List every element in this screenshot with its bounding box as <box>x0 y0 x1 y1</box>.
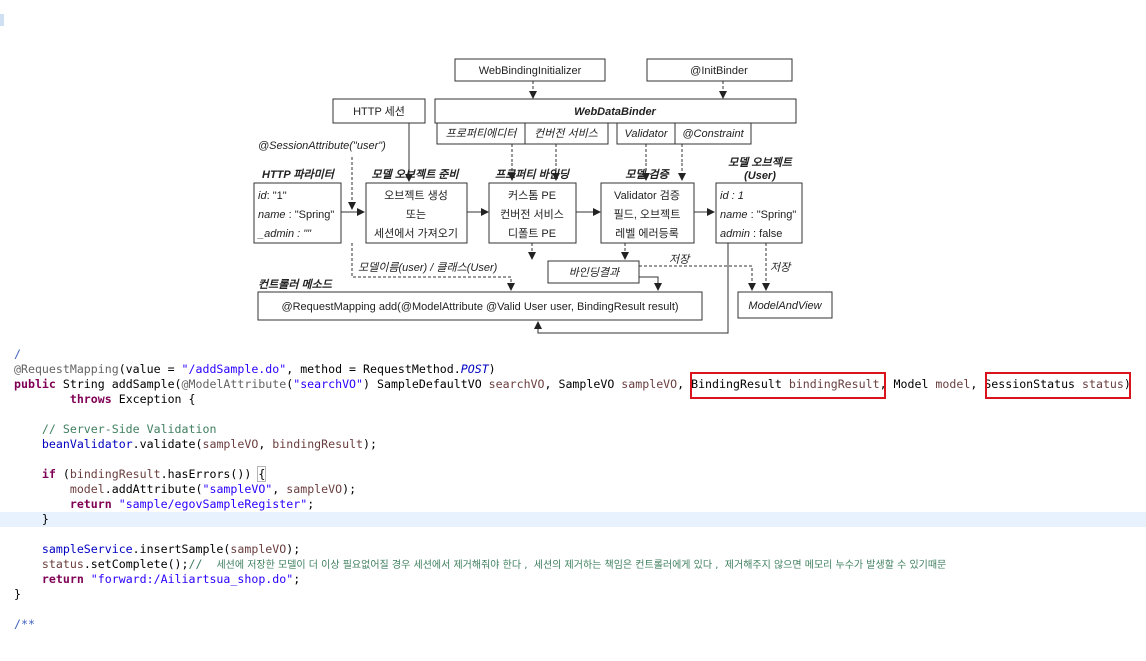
model-prep-title: 모델 오브젝트 준비 <box>371 168 460 181</box>
http-session-label: HTTP 세션 <box>353 105 405 118</box>
code-line-comment-validation[interactable]: // Server-Side Validation <box>41 422 217 436</box>
model-object-box <box>715 182 803 244</box>
web-binding-initializer-label: WebBindingInitializer <box>479 65 582 77</box>
model-prep-box <box>365 182 468 244</box>
model-validation-line-3: 레벨 에러등록 <box>615 227 679 240</box>
code-line-return-register[interactable]: return "sample/egovSampleRegister"; <box>69 497 315 511</box>
code-line-throws[interactable]: throws Exception { <box>69 392 196 406</box>
editor-edge-marker <box>0 14 4 26</box>
binding-result-box: 바인딩결과 <box>547 260 640 284</box>
constraint-box: @Constraint <box>674 122 752 145</box>
init-binder-box: @InitBinder <box>646 58 793 82</box>
property-binding-title: 프로퍼티 바인딩 <box>495 168 571 181</box>
session-attribute-label: @SessionAttribute("user") <box>258 140 386 152</box>
code-line-close-if[interactable]: } <box>41 512 49 526</box>
property-binding-line-3: 디폴트 PE <box>508 227 556 240</box>
code-line-insert-sample[interactable]: sampleService.insertSample(sampleVO); <box>41 542 301 556</box>
conversion-service-box: 컨버전 서비스 <box>524 122 609 145</box>
code-line-close-method[interactable]: } <box>14 587 21 601</box>
http-param-admin: _admin : "" <box>257 228 312 240</box>
model-validation-line-2: 필드, 오브젝트 <box>614 208 681 221</box>
model-prep-line-3: 세션에서 가져오기 <box>374 227 458 240</box>
http-param-id: id: "1" <box>258 190 287 202</box>
code-line-method-signature[interactable]: public String addSample(@ModelAttribute(… <box>14 377 1131 391</box>
property-editor-box: 프로퍼티에디터 <box>436 122 526 145</box>
code-line-if[interactable]: if (bindingResult.hasErrors()) { <box>41 466 267 482</box>
binding-result-highlight-box <box>690 372 886 399</box>
code-line-add-attribute[interactable]: model.addAttribute("sampleVO", sampleVO)… <box>69 482 357 496</box>
controller-method-title: 컨트롤러 메소드 <box>258 278 333 291</box>
matching-bracket: { <box>257 466 267 482</box>
web-data-binder-box: WebDataBinder <box>434 98 797 124</box>
current-line-highlight <box>0 512 1146 527</box>
property-binding-box <box>488 182 577 244</box>
model-field-id: id : 1 <box>720 190 744 202</box>
code-line-validate[interactable]: beanValidator.validate(sampleVO, binding… <box>41 437 378 451</box>
model-name-class-label: 모델이름(user) / 클래스(User) <box>358 261 498 274</box>
code-line-0: / <box>14 347 21 361</box>
code-line-set-complete[interactable]: status.setComplete();// 세션에 저장한 모델이 더 이상… <box>41 557 947 571</box>
code-line-return-forward[interactable]: return "forward:/Ailiartsua_shop.do"; <box>41 572 301 586</box>
save-label-1: 저장 <box>669 253 691 266</box>
property-binding-line-1: 커스톰 PE <box>508 189 556 202</box>
model-validation-title: 모델 검증 <box>625 168 670 181</box>
http-param-name: name : "Spring" <box>258 209 334 221</box>
spring-data-binding-diagram: WebBindingInitializer @InitBinder WebDat… <box>253 58 833 334</box>
validator-label: Validator <box>624 128 668 140</box>
model-validation-box <box>600 182 695 244</box>
model-prep-line-2: 또는 <box>406 208 426 221</box>
model-and-view-label: ModelAndView <box>748 300 822 312</box>
model-field-name: name : "Spring" <box>720 209 796 221</box>
http-params-title: HTTP 파라미터 <box>262 168 336 181</box>
property-binding-line-2: 컨버전 서비스 <box>500 208 564 221</box>
init-binder-label: @InitBinder <box>690 65 748 77</box>
binding-result-label: 바인딩결과 <box>569 266 620 279</box>
controller-method-label: @RequestMapping add(@ModelAttribute @Val… <box>281 301 678 313</box>
model-object-title: 모델 오브젝트 <box>728 156 793 169</box>
constraint-label: @Constraint <box>682 128 744 140</box>
model-and-view-box: ModelAndView <box>737 291 833 319</box>
code-line-javadoc-start[interactable]: /** <box>14 617 35 631</box>
save-label-2: 저장 <box>770 261 792 274</box>
korean-comment: 세션에 저장한 모델이 더 이상 필요없어질 경우 세션에서 제거해줘야 한다 … <box>216 560 947 571</box>
web-data-binder-label: WebDataBinder <box>574 106 656 118</box>
model-object-subtitle: (User) <box>744 170 776 182</box>
web-binding-initializer-box: WebBindingInitializer <box>454 58 606 82</box>
controller-method-box: @RequestMapping add(@ModelAttribute @Val… <box>257 291 703 321</box>
model-field-admin: admin : false <box>720 228 782 240</box>
http-session-box: HTTP 세션 <box>332 98 426 124</box>
model-prep-line-1: 오브젝트 생성 <box>384 189 448 202</box>
conversion-service-label: 컨버전 서비스 <box>534 127 599 140</box>
code-line-request-mapping[interactable]: @RequestMapping(value = "/addSample.do",… <box>14 362 496 376</box>
model-validation-line-1: Validator 검증 <box>614 189 680 202</box>
http-params-box <box>253 182 342 244</box>
session-status-highlight-box <box>985 372 1131 399</box>
validator-box: Validator <box>616 122 676 145</box>
property-editor-label: 프로퍼티에디터 <box>446 127 519 140</box>
